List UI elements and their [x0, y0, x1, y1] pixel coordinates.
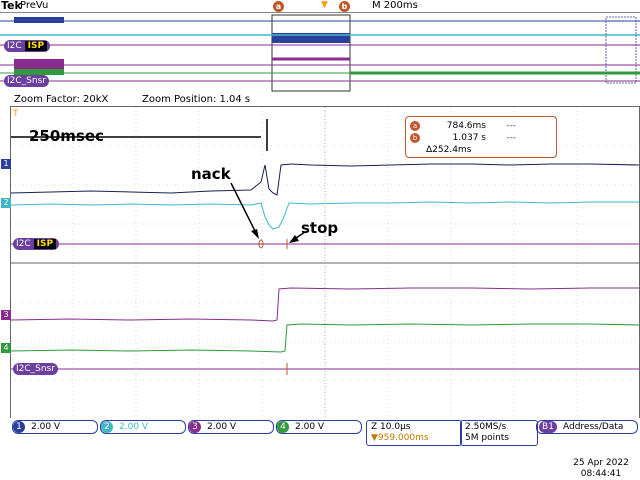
- nack-marker: [258, 239, 264, 249]
- acquisition-box[interactable]: 2.50MS/s 5M points: [460, 420, 538, 446]
- zoom-window-box: [271, 14, 351, 92]
- date-label: 25 Apr 2022: [573, 458, 629, 468]
- overview-burst-1: [14, 17, 64, 23]
- cursor-b-tag[interactable]: b: [339, 1, 350, 12]
- nack-annotation: nack: [191, 165, 231, 183]
- overview-bus-snsr-label: I2C_Snsr: [4, 75, 49, 87]
- title-bar: Tek PreVu a ▼ b M 200ms: [0, 0, 640, 12]
- datetime-display: 25 Apr 2022 08:44:41: [568, 458, 634, 480]
- duration-annotation: 250msec: [29, 127, 104, 145]
- brand-label: Tek: [1, 0, 22, 12]
- sample-rate: 2.50MS/s: [465, 422, 507, 432]
- cursor-b-icon: b: [410, 132, 420, 143]
- ch2-trace: [11, 201, 639, 230]
- ch1-trace: [11, 163, 639, 196]
- overview-burst-3: [14, 69, 64, 75]
- zoom-window-fill: [272, 33, 350, 43]
- time-label: 08:44:41: [580, 469, 622, 479]
- trigger-position-icon: ▼: [321, 0, 328, 10]
- overview-burst-2: [14, 59, 64, 69]
- ch4-ground-marker[interactable]: 4: [1, 343, 11, 353]
- zoom-scale: Z 10.0μs: [371, 422, 411, 432]
- zoomed-waveforms: [11, 107, 639, 419]
- nack-arrow-line: [230, 182, 258, 236]
- i2c-snsr-label: I2C_Snsr: [13, 363, 58, 375]
- nack-arrow-head: [251, 229, 259, 239]
- ch4-trace: [11, 323, 639, 353]
- cursor-a-icon: a: [410, 120, 420, 131]
- stop-arrow-head: [289, 235, 299, 243]
- overview-waveforms: [0, 14, 640, 92]
- ch2-ground-marker[interactable]: 2: [1, 198, 11, 208]
- trigger-time: ▼959.000ms: [371, 433, 429, 443]
- trigger-level-icon: T: [13, 109, 19, 119]
- cursor-a-tag[interactable]: a: [273, 1, 284, 12]
- record-length: 5M points: [465, 433, 509, 443]
- main-timebase: M 200ms: [372, 0, 418, 11]
- overview-burst-right: [605, 16, 637, 84]
- ch3-ground-marker[interactable]: 3: [1, 310, 11, 320]
- cursor-delta: Δ252.4ms: [426, 145, 472, 155]
- stop-annotation: stop: [301, 219, 339, 237]
- ch1-ground-marker[interactable]: 1: [1, 159, 11, 169]
- zoom-position: Zoom Position: 1.04 s: [142, 94, 251, 105]
- zoom-timebase-box[interactable]: Z 10.0μs ▼959.000ms: [366, 420, 462, 446]
- zoom-info-bar: Zoom Factor: 20kX Zoom Position: 1.04 s: [0, 94, 640, 106]
- acquisition-mode: PreVu: [20, 0, 49, 11]
- ch3-trace: [11, 287, 639, 322]
- zoom-factor: Zoom Factor: 20kX: [14, 94, 109, 105]
